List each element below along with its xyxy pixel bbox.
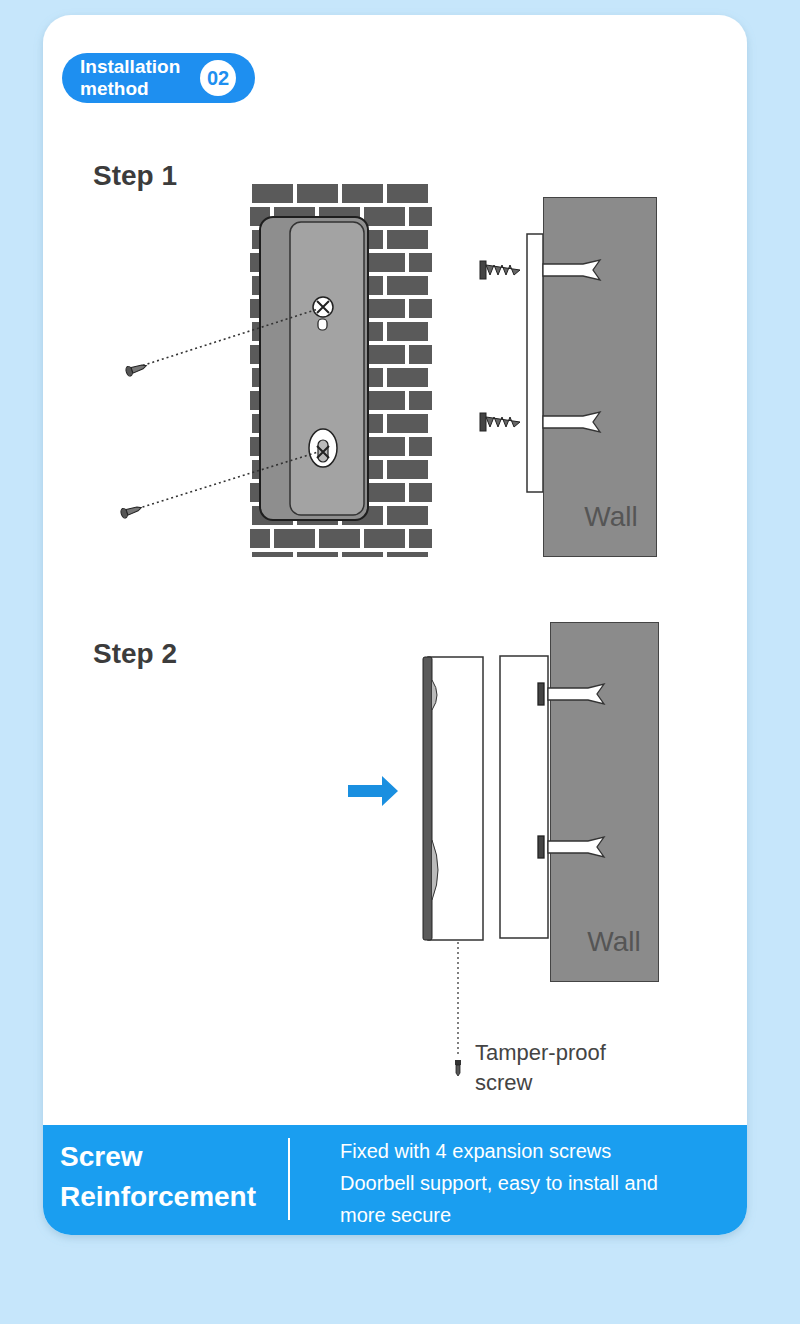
mount-plate-side	[500, 656, 548, 938]
step-heading: Step 2	[93, 636, 293, 672]
step-number-circle: 02	[200, 60, 236, 96]
step-number: 02	[200, 60, 236, 96]
leader-dotted	[133, 452, 318, 510]
leader-dotted	[457, 942, 459, 1054]
doorbell-lens	[432, 680, 437, 710]
tamper-screw-icon	[455, 1060, 461, 1076]
screw-icon	[120, 503, 143, 519]
card	[43, 15, 747, 1235]
band-body: Fixed with 4 expansion screws Doorbell s…	[340, 1135, 675, 1231]
screw-side	[480, 261, 520, 279]
screw-icon	[125, 361, 148, 377]
wall-block: Wall	[543, 197, 657, 557]
mount-inner	[290, 222, 364, 515]
band-heading: Screw Reinforcement	[60, 1137, 290, 1217]
mount-plate-side	[527, 234, 543, 492]
wall-block: Wall	[550, 622, 659, 982]
direction-arrow	[348, 776, 398, 806]
brick-wall	[250, 182, 432, 557]
feature-band: Screw Reinforcement Fixed with 4 expansio…	[43, 1125, 747, 1235]
expansion-anchors	[543, 260, 604, 857]
screw-side	[480, 413, 520, 431]
band-divider	[288, 1138, 290, 1220]
doorbell-face	[423, 657, 432, 940]
wall-label: Wall	[569, 925, 659, 959]
step-heading: Step 1	[93, 158, 293, 194]
screw-heads-side	[538, 683, 544, 858]
keyhole-top	[313, 297, 333, 330]
wall-label: Wall	[566, 500, 656, 534]
doorbell-button	[432, 840, 438, 900]
callout-label: Tamper-proof screw	[475, 1038, 645, 1098]
doorbell-mount	[260, 217, 368, 520]
leader-dotted	[138, 309, 318, 367]
doorbell-body	[428, 657, 483, 940]
badge-title: Installation method	[80, 56, 200, 100]
section-badge: Installation method02	[62, 53, 255, 103]
keyhole-bottom	[309, 429, 337, 467]
